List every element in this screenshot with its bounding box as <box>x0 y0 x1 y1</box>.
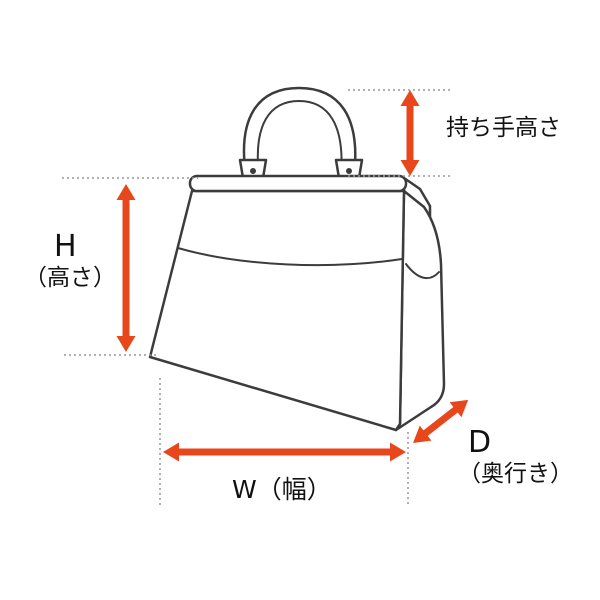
bag-handle-inner <box>256 100 343 177</box>
depth-name-label: （奥行き） <box>458 461 573 487</box>
bag-illustration <box>148 86 446 432</box>
dimension-arrows <box>116 90 469 462</box>
width-arrow <box>163 442 406 462</box>
bag-front-flap-line <box>177 247 403 267</box>
depth-abbr-label: D <box>468 425 492 460</box>
bag-front-face <box>148 189 406 432</box>
height-arrow <box>116 184 136 352</box>
handle-height-arrow <box>400 90 420 176</box>
bag-side-flap-line <box>405 263 440 280</box>
width-label: W（幅） <box>232 475 332 504</box>
handle-height-label: 持ち手高さ <box>446 115 561 141</box>
height-name-label: （高さ） <box>24 265 116 291</box>
bag-rivet-left <box>250 168 256 174</box>
measurement-guides <box>62 89 452 505</box>
bag-side-gusset <box>394 189 446 432</box>
height-abbr-label: H <box>54 229 77 264</box>
bag-top-frame <box>188 174 408 193</box>
depth-arrow <box>413 399 469 443</box>
bag-rivet-right <box>346 168 352 174</box>
